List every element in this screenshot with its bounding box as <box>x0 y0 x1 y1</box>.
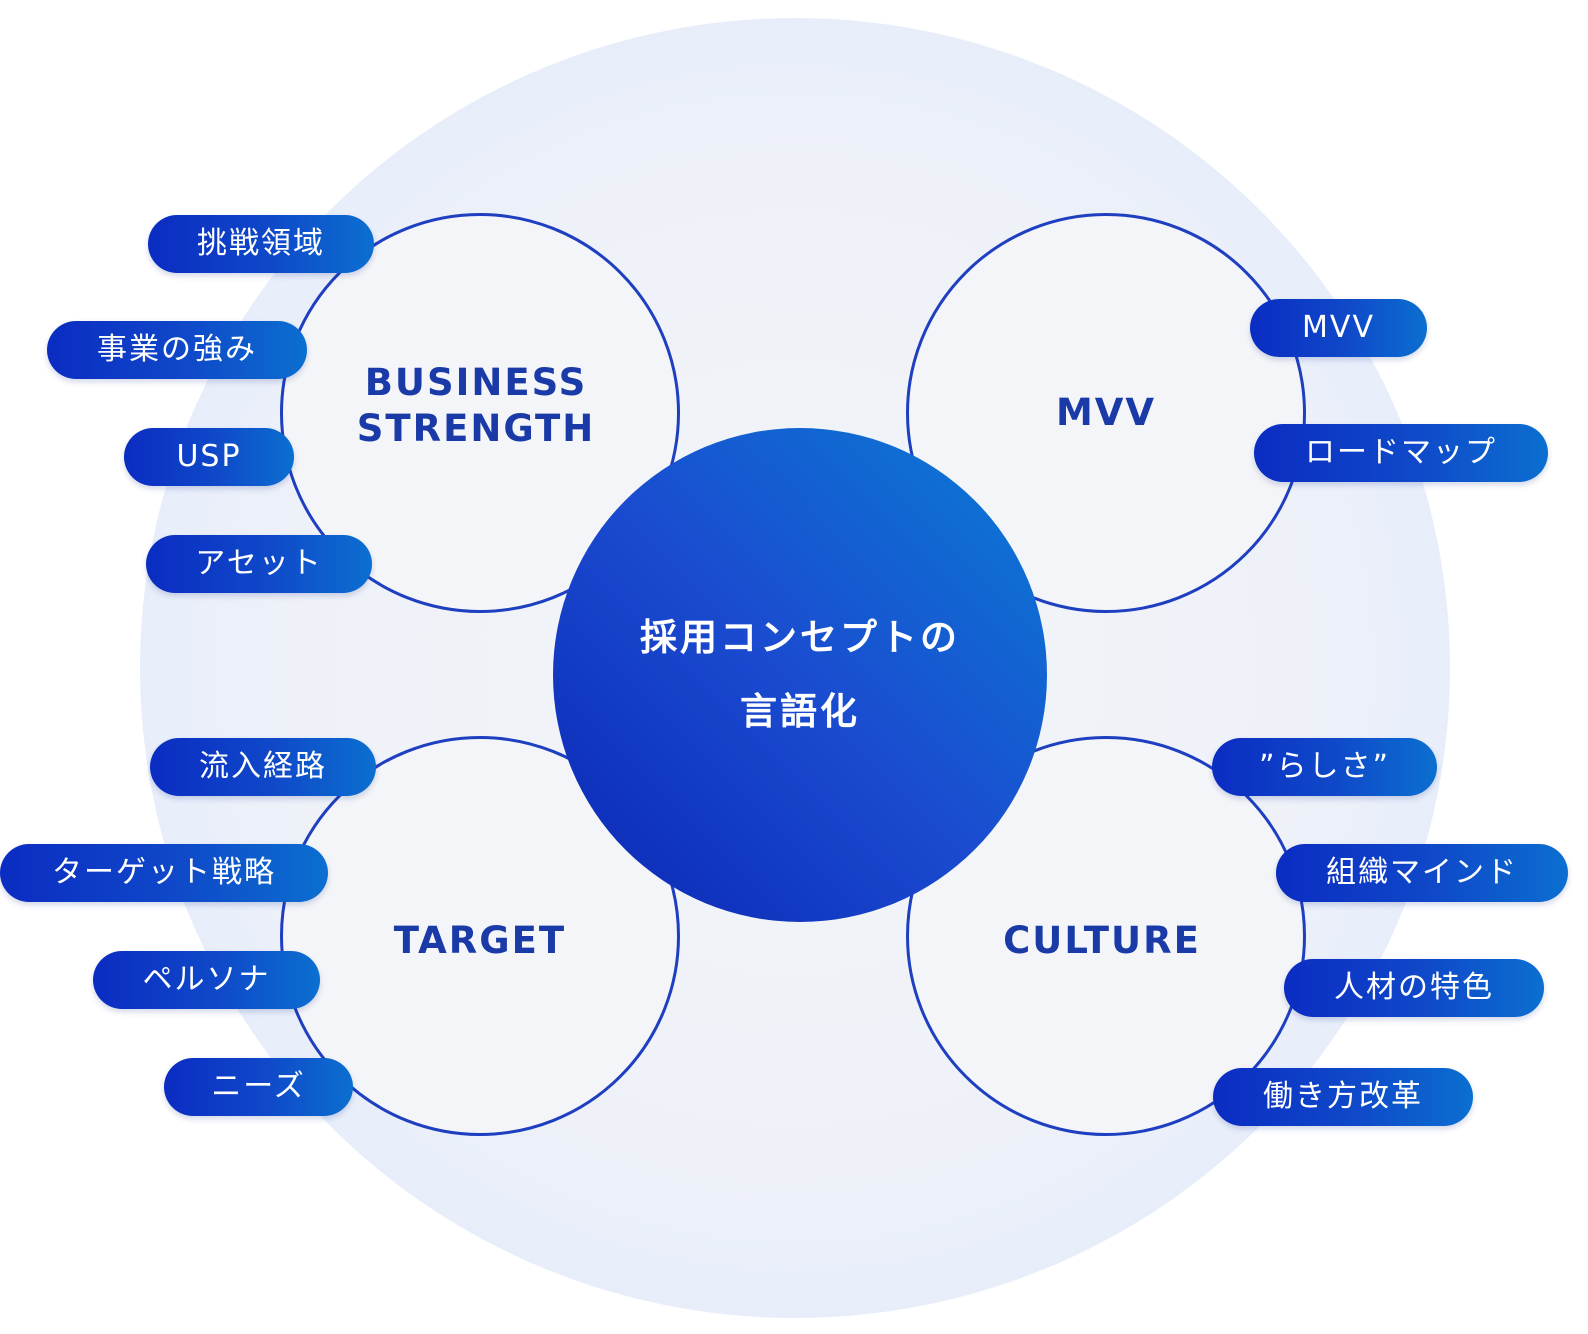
business-label-line2: STRENGTH <box>356 407 596 450</box>
business-strength-label: BUSINESS STRENGTH <box>306 360 646 452</box>
mvv-label: MVV <box>1055 391 1157 434</box>
target-label: TARGET <box>393 919 567 962</box>
tag-culture-1: ”らしさ” <box>1212 738 1437 796</box>
tag-target-1: 流入経路 <box>150 738 376 796</box>
tag-business-1: 挑戦領域 <box>148 215 374 273</box>
tag-target-4: ニーズ <box>164 1058 353 1116</box>
core-circle: 採用コンセプトの 言語化 <box>553 428 1047 922</box>
tag-culture-4: 働き方改革 <box>1213 1068 1473 1126</box>
tag-mvv-1: MVV <box>1250 299 1427 357</box>
tag-target-2: ターゲット戦略 <box>0 844 328 902</box>
core-title-line2: 言語化 <box>740 690 860 733</box>
tag-culture-2: 組織マインド <box>1276 844 1568 902</box>
tag-target-3: ペルソナ <box>93 951 320 1009</box>
tag-business-3: USP <box>124 428 294 486</box>
tag-culture-3: 人材の特色 <box>1284 959 1544 1017</box>
core-title: 採用コンセプトの 言語化 <box>620 601 980 749</box>
tag-business-2: 事業の強み <box>47 321 307 379</box>
tag-business-4: アセット <box>146 535 372 593</box>
core-title-line1: 採用コンセプトの <box>640 616 960 659</box>
tag-mvv-2: ロードマップ <box>1254 424 1548 482</box>
culture-label: CULTURE <box>1003 919 1201 962</box>
business-label-line1: BUSINESS <box>364 361 588 404</box>
